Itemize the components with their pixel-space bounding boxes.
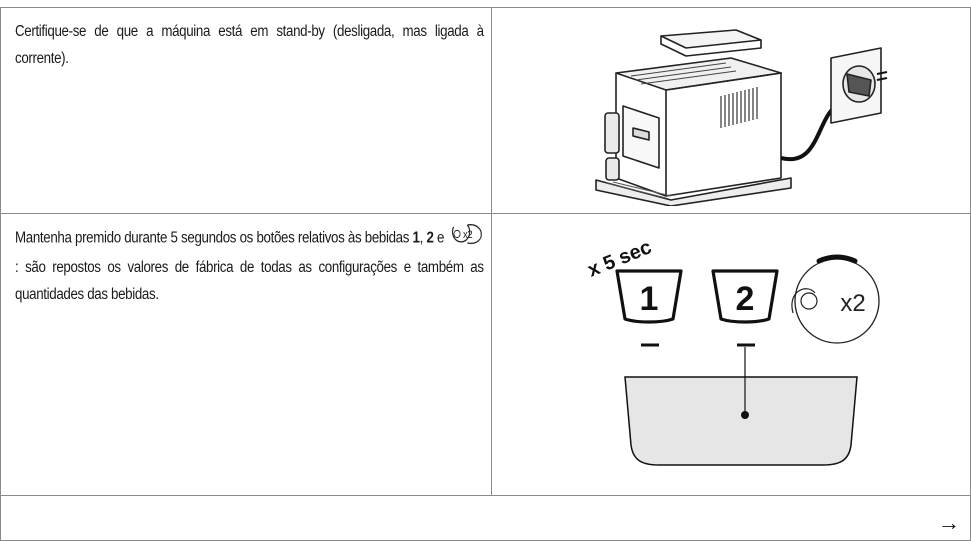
instruction-table: Certifique-se de que a máquina está em s… [0,7,971,541]
reset-buttons-illustration: x 5 sec 1 2 x2 [585,243,880,466]
row2-sep-2: e [433,229,448,247]
control-panel-display [624,376,858,466]
drink-2-button: 2 [711,269,779,347]
drink-2-ref: 2 [426,229,434,247]
double-shot-button-label: x2 [840,290,865,317]
row2-text-b: : são repostos os valores de fábrica de … [15,259,484,303]
drink-1-button-label: 1 [640,280,659,318]
arrow-right-icon[interactable]: → [938,510,960,535]
row1-illustration-cell [491,7,971,214]
row1-text: Certifique-se de que a máquina está em s… [15,23,484,67]
row2-text-a: Mantenha premido durante 5 segundos os b… [15,229,413,247]
double-shot-button: x2 [791,254,880,344]
top-strip [0,0,971,7]
double-shot-inline-icon: x2 [448,223,482,254]
drink-1-ref: 1 [412,229,420,247]
row2-sep-1: , [419,229,427,247]
row1-text-cell: Certifique-se de que a máquina está em s… [0,7,492,214]
drink-1-button: 1 [615,269,683,347]
inline-icon-label: x2 [463,229,473,241]
coffee-machine-plugged-illustration [595,29,888,206]
row2-text-cell: Mantenha premido durante 5 segundos os b… [0,213,492,496]
row2-text: Mantenha premido durante 5 segundos os b… [15,223,484,308]
drink-2-button-label: 2 [736,280,755,318]
footer-row: → [0,495,971,541]
row2-illustration-cell: x 5 sec 1 2 x2 [491,213,971,496]
